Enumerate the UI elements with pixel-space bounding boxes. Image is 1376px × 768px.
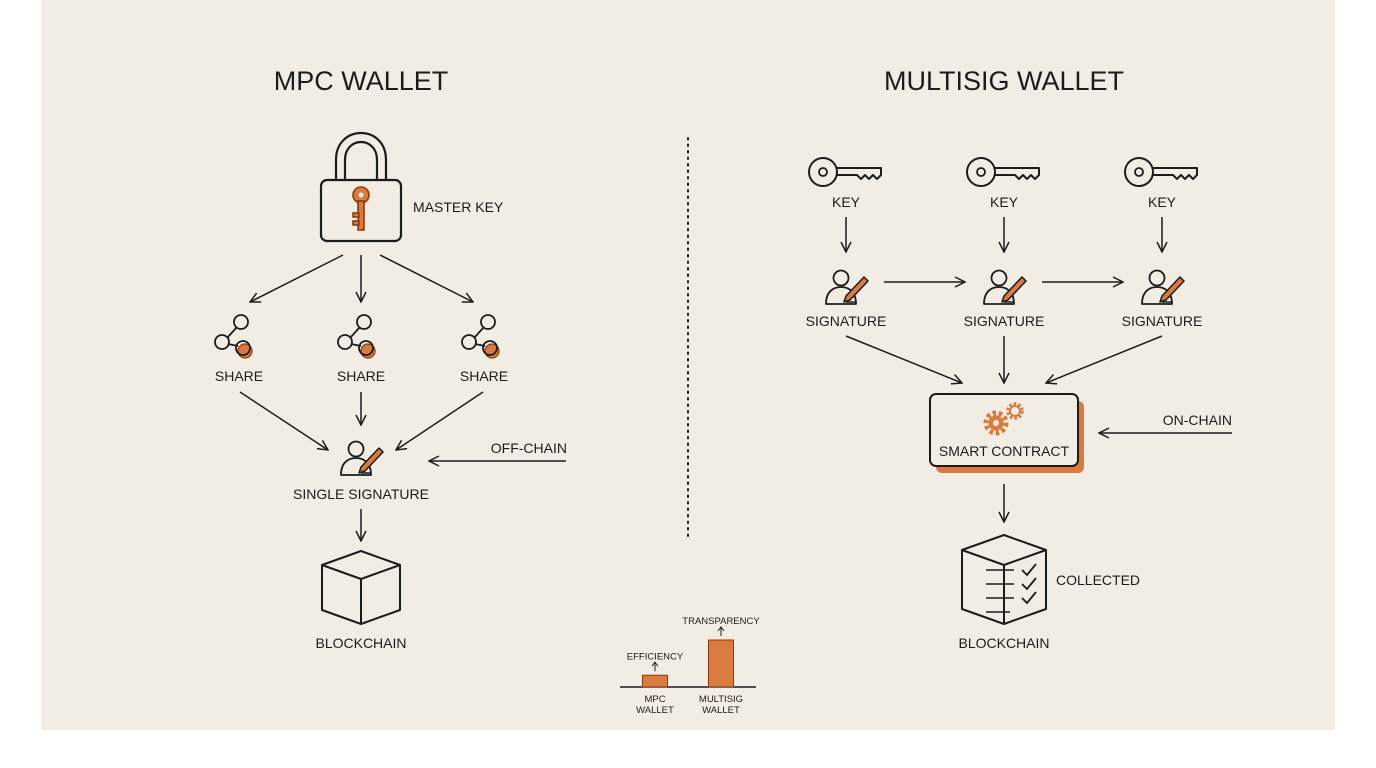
chart-bar-annotation: TRANSPARENCY bbox=[682, 616, 760, 627]
multisig-blockchain-label: BLOCKCHAIN bbox=[958, 635, 1049, 651]
master-key-lock-icon bbox=[319, 131, 403, 243]
mpc-title: MPC WALLET bbox=[274, 66, 449, 96]
share-label-3: SHARE bbox=[460, 368, 508, 384]
key-icon bbox=[1124, 157, 1198, 187]
arrow bbox=[396, 391, 484, 450]
arrow bbox=[845, 335, 962, 383]
key-label-2: KEY bbox=[990, 194, 1019, 210]
collected-label: COLLECTED bbox=[1056, 572, 1140, 588]
chart-category-label: WALLET bbox=[636, 705, 674, 716]
arrow bbox=[250, 254, 344, 302]
chart-annotation-arrowhead bbox=[651, 661, 659, 667]
chart-category-label: WALLET bbox=[702, 705, 740, 716]
chart-bar bbox=[708, 639, 734, 688]
signature-label-3: SIGNATURE bbox=[1122, 313, 1203, 329]
share-icon bbox=[461, 314, 500, 359]
key-label-1: KEY bbox=[832, 194, 861, 210]
signature-icon bbox=[1141, 269, 1185, 305]
on-chain-label: ON-CHAIN bbox=[1163, 412, 1232, 428]
share-label-2: SHARE bbox=[337, 368, 385, 384]
gears-icon bbox=[983, 402, 1024, 436]
master-key-label: MASTER KEY bbox=[413, 199, 504, 215]
signature-icon bbox=[340, 440, 384, 476]
signature-icon bbox=[825, 269, 869, 305]
share-icon bbox=[214, 314, 253, 359]
chart-category-label: MPC bbox=[644, 694, 665, 705]
share-label-1: SHARE bbox=[215, 368, 263, 384]
signature-label-1: SIGNATURE bbox=[806, 313, 887, 329]
blockchain-cube-icon bbox=[321, 550, 401, 625]
arrow bbox=[1046, 335, 1163, 383]
chart-bar-annotation: EFFICIENCY bbox=[627, 651, 684, 662]
multisig-title: MULTISIG WALLET bbox=[884, 66, 1124, 96]
smart-contract-box bbox=[929, 393, 1084, 473]
key-icon bbox=[966, 157, 1040, 187]
share-icon bbox=[337, 314, 376, 359]
comparison-mini-chart: EFFICIENCYMPCWALLETTRANSPARENCYMULTISIGW… bbox=[620, 616, 760, 716]
mpc-blockchain-label: BLOCKCHAIN bbox=[315, 635, 406, 651]
blockchain-checklist-cube-icon bbox=[961, 534, 1047, 625]
arrow bbox=[379, 254, 473, 302]
chart-category-label: MULTISIG bbox=[699, 694, 743, 705]
chart-annotation-arrowhead bbox=[717, 626, 725, 632]
off-chain-label: OFF-CHAIN bbox=[491, 440, 567, 456]
smart-contract-label: SMART CONTRACT bbox=[939, 443, 1070, 459]
arrow bbox=[239, 391, 328, 450]
key-icon bbox=[808, 157, 882, 187]
signature-icon bbox=[983, 269, 1027, 305]
chart-bar bbox=[642, 674, 668, 688]
key-label-3: KEY bbox=[1148, 194, 1177, 210]
signature-label-2: SIGNATURE bbox=[964, 313, 1045, 329]
single-signature-label: SINGLE SIGNATURE bbox=[293, 486, 429, 502]
